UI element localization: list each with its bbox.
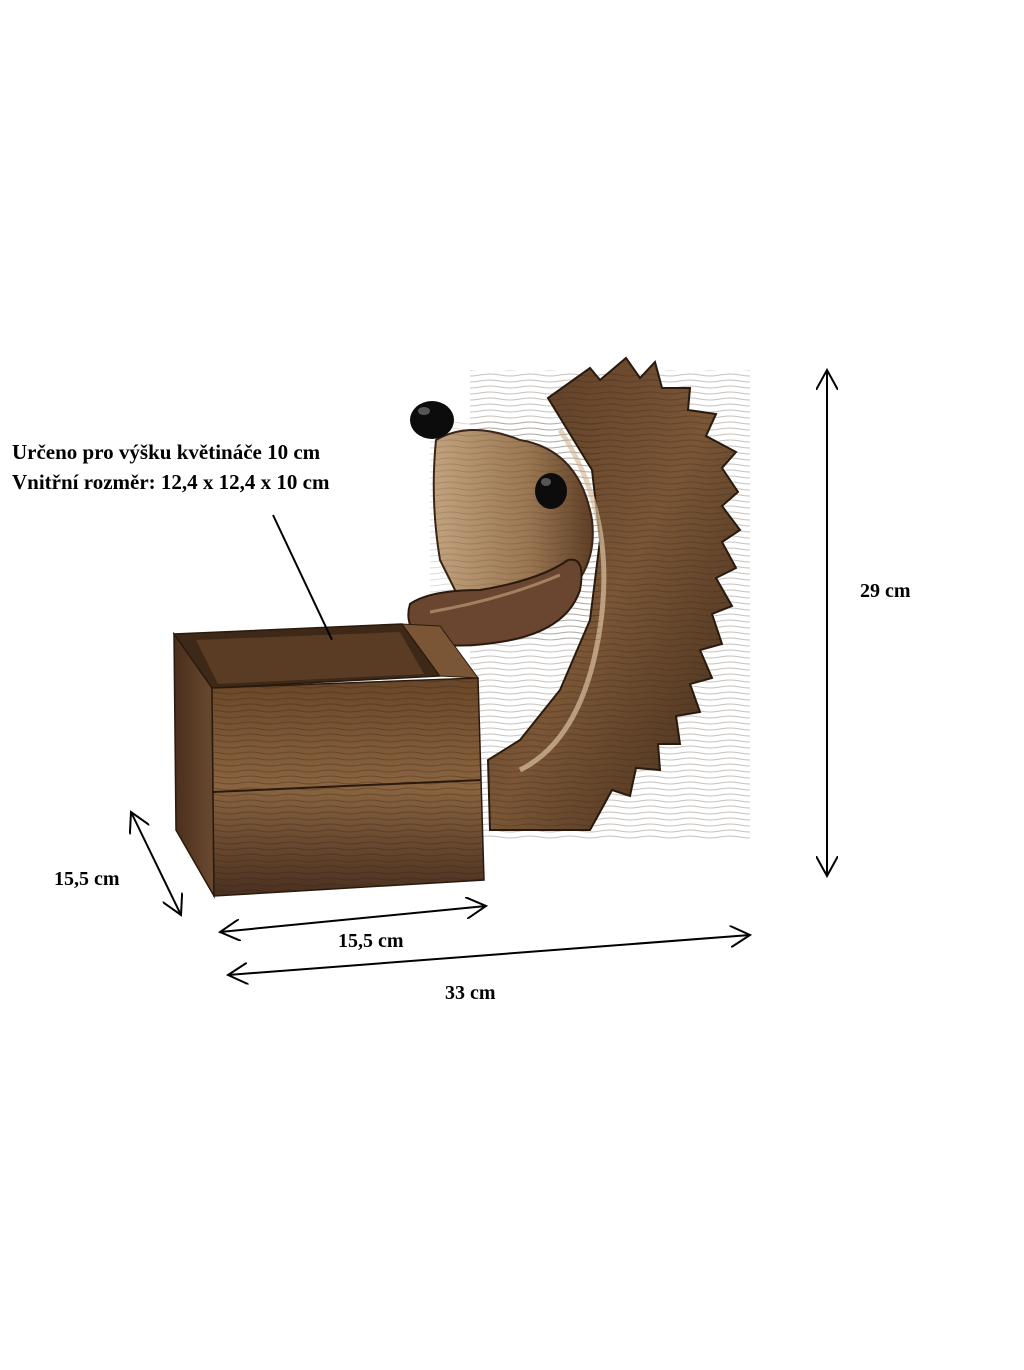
note-pot-height: Určeno pro výšku květináče 10 cm [12,440,321,464]
eye [535,473,567,509]
planter-box [172,623,485,899]
box-width-arrow [220,906,486,932]
total-width-arrow [228,935,750,975]
note-leader-line [272,514,333,641]
depth-arrow [131,812,181,915]
total-width-label: 33 cm [445,982,496,1004]
box-width-label: 15,5 cm [338,930,404,952]
nose [410,401,454,439]
height-label: 29 cm [860,580,911,602]
depth-label: 15,5 cm [54,868,120,890]
hedgehog-arm [407,558,583,647]
note-inner-size: Vnitřní rozměr: 12,4 x 12,4 x 10 cm [12,470,330,494]
